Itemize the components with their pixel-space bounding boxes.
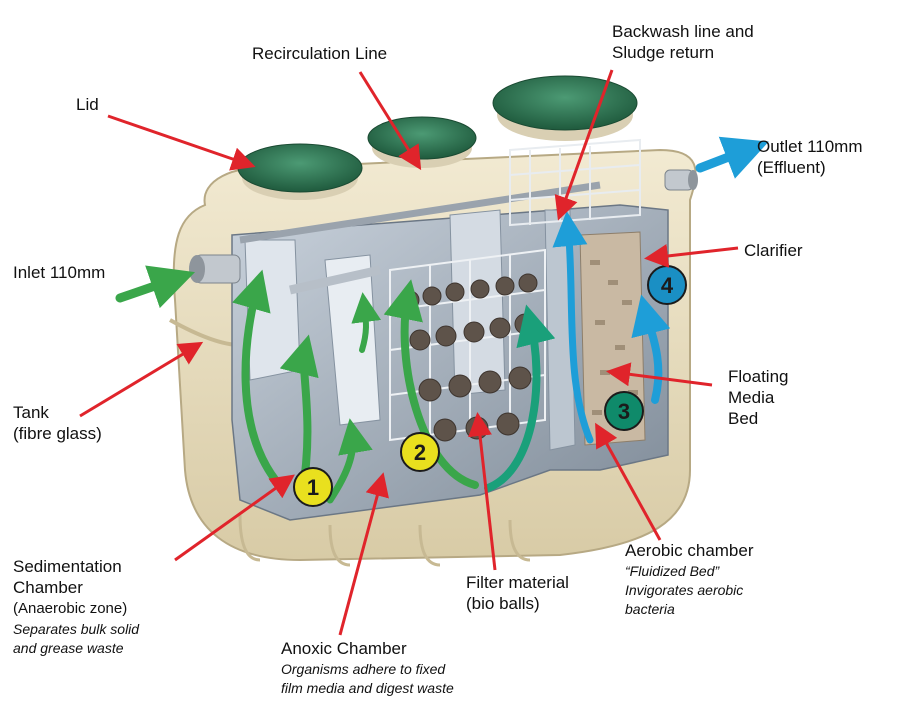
label-floating-media-3: Bed <box>728 409 759 428</box>
step-marker-4-label: 4 <box>661 273 674 298</box>
label-aerobic-desc-2: Invigorates aerobic <box>625 582 744 598</box>
lids <box>237 75 638 200</box>
label-aerobic-chamber: Aerobic chamber <box>625 541 754 560</box>
step-marker-2: 2 <box>400 432 440 472</box>
label-backwash-line-1: Backwash line and <box>612 22 754 41</box>
step-marker-3-label: 3 <box>618 399 630 424</box>
label-outlet-1: Outlet 110mm <box>757 137 863 156</box>
label-backwash-line-2: Sludge return <box>612 43 715 62</box>
step-marker-2-label: 2 <box>414 440 426 465</box>
step-marker-4: 4 <box>647 265 687 305</box>
leader-lines <box>79 69 739 636</box>
label-sedimentation-desc-2: and grease waste <box>13 640 124 656</box>
label-tank-1: Tank <box>13 403 49 422</box>
step-marker-1-label: 1 <box>307 475 319 500</box>
label-floating-media-2: Media <box>728 388 775 407</box>
label-aerobic-desc-1: “Fluidized Bed” <box>625 563 720 579</box>
label-recirculation-line: Recirculation Line <box>252 44 388 63</box>
label-floating-media-1: Floating <box>728 367 789 386</box>
label-anoxic-chamber: Anoxic Chamber <box>281 639 407 658</box>
label-anoxic-desc-2: film media and digest waste <box>281 680 454 696</box>
label-tank-2: (fibre glass) <box>13 424 102 443</box>
label-filter-material-2: (bio balls) <box>466 594 540 613</box>
label-sedimentation-3: (Anaerobic zone) <box>13 600 128 617</box>
label-filter-material-1: Filter material <box>466 573 569 592</box>
step-marker-1: 1 <box>293 467 333 507</box>
step-marker-3: 3 <box>604 391 644 431</box>
label-lid: Lid <box>76 95 99 114</box>
label-anoxic-desc-1: Organisms adhere to fixed <box>281 661 446 677</box>
label-outlet-2: (Effluent) <box>757 158 826 177</box>
label-inlet: Inlet 110mm <box>13 263 106 282</box>
flow-arrows <box>115 136 769 504</box>
label-clarifier: Clarifier <box>744 241 803 260</box>
label-sedimentation-desc-1: Separates bulk solid <box>13 621 140 637</box>
label-sedimentation-1: Sedimentation <box>13 557 122 576</box>
label-aerobic-desc-3: bacteria <box>625 601 675 617</box>
label-sedimentation-2: Chamber <box>13 578 83 597</box>
